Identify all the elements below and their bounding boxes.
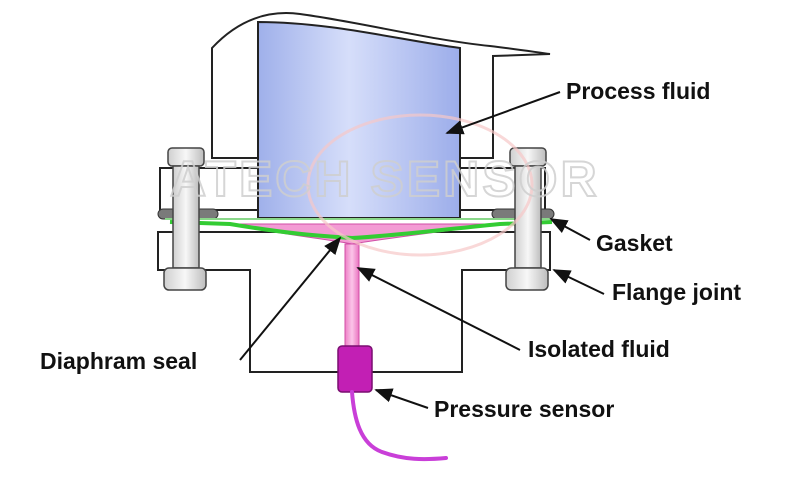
label-gasket: Gasket <box>596 230 673 256</box>
arrow-isolated-fluid <box>356 267 521 351</box>
label-pressure-sensor: Pressure sensor <box>434 396 614 422</box>
process-fluid-in-flange <box>258 168 460 214</box>
isolated-fluid-tube <box>344 243 360 353</box>
label-flange-joint: Flange joint <box>612 279 741 305</box>
bolt-left <box>163 147 207 291</box>
label-isolated-fluid: Isolated fluid <box>528 336 670 362</box>
label-diaphragm-seal: Diaphram seal <box>40 348 197 374</box>
pressure-sensor <box>337 345 373 393</box>
arrow-flange-joint <box>552 269 605 295</box>
sensor-cable <box>350 390 448 462</box>
watermark-ring <box>306 113 534 257</box>
label-process-fluid: Process fluid <box>566 78 710 104</box>
arrow-diaphragm-seal <box>239 236 342 361</box>
arrow-gasket <box>549 218 591 241</box>
arrow-process-fluid <box>445 91 561 135</box>
watermark: ATECH SENSOR <box>170 151 600 207</box>
diaphragm <box>169 220 553 241</box>
bolt-right <box>505 147 549 291</box>
arrow-pressure-sensor <box>374 388 429 409</box>
